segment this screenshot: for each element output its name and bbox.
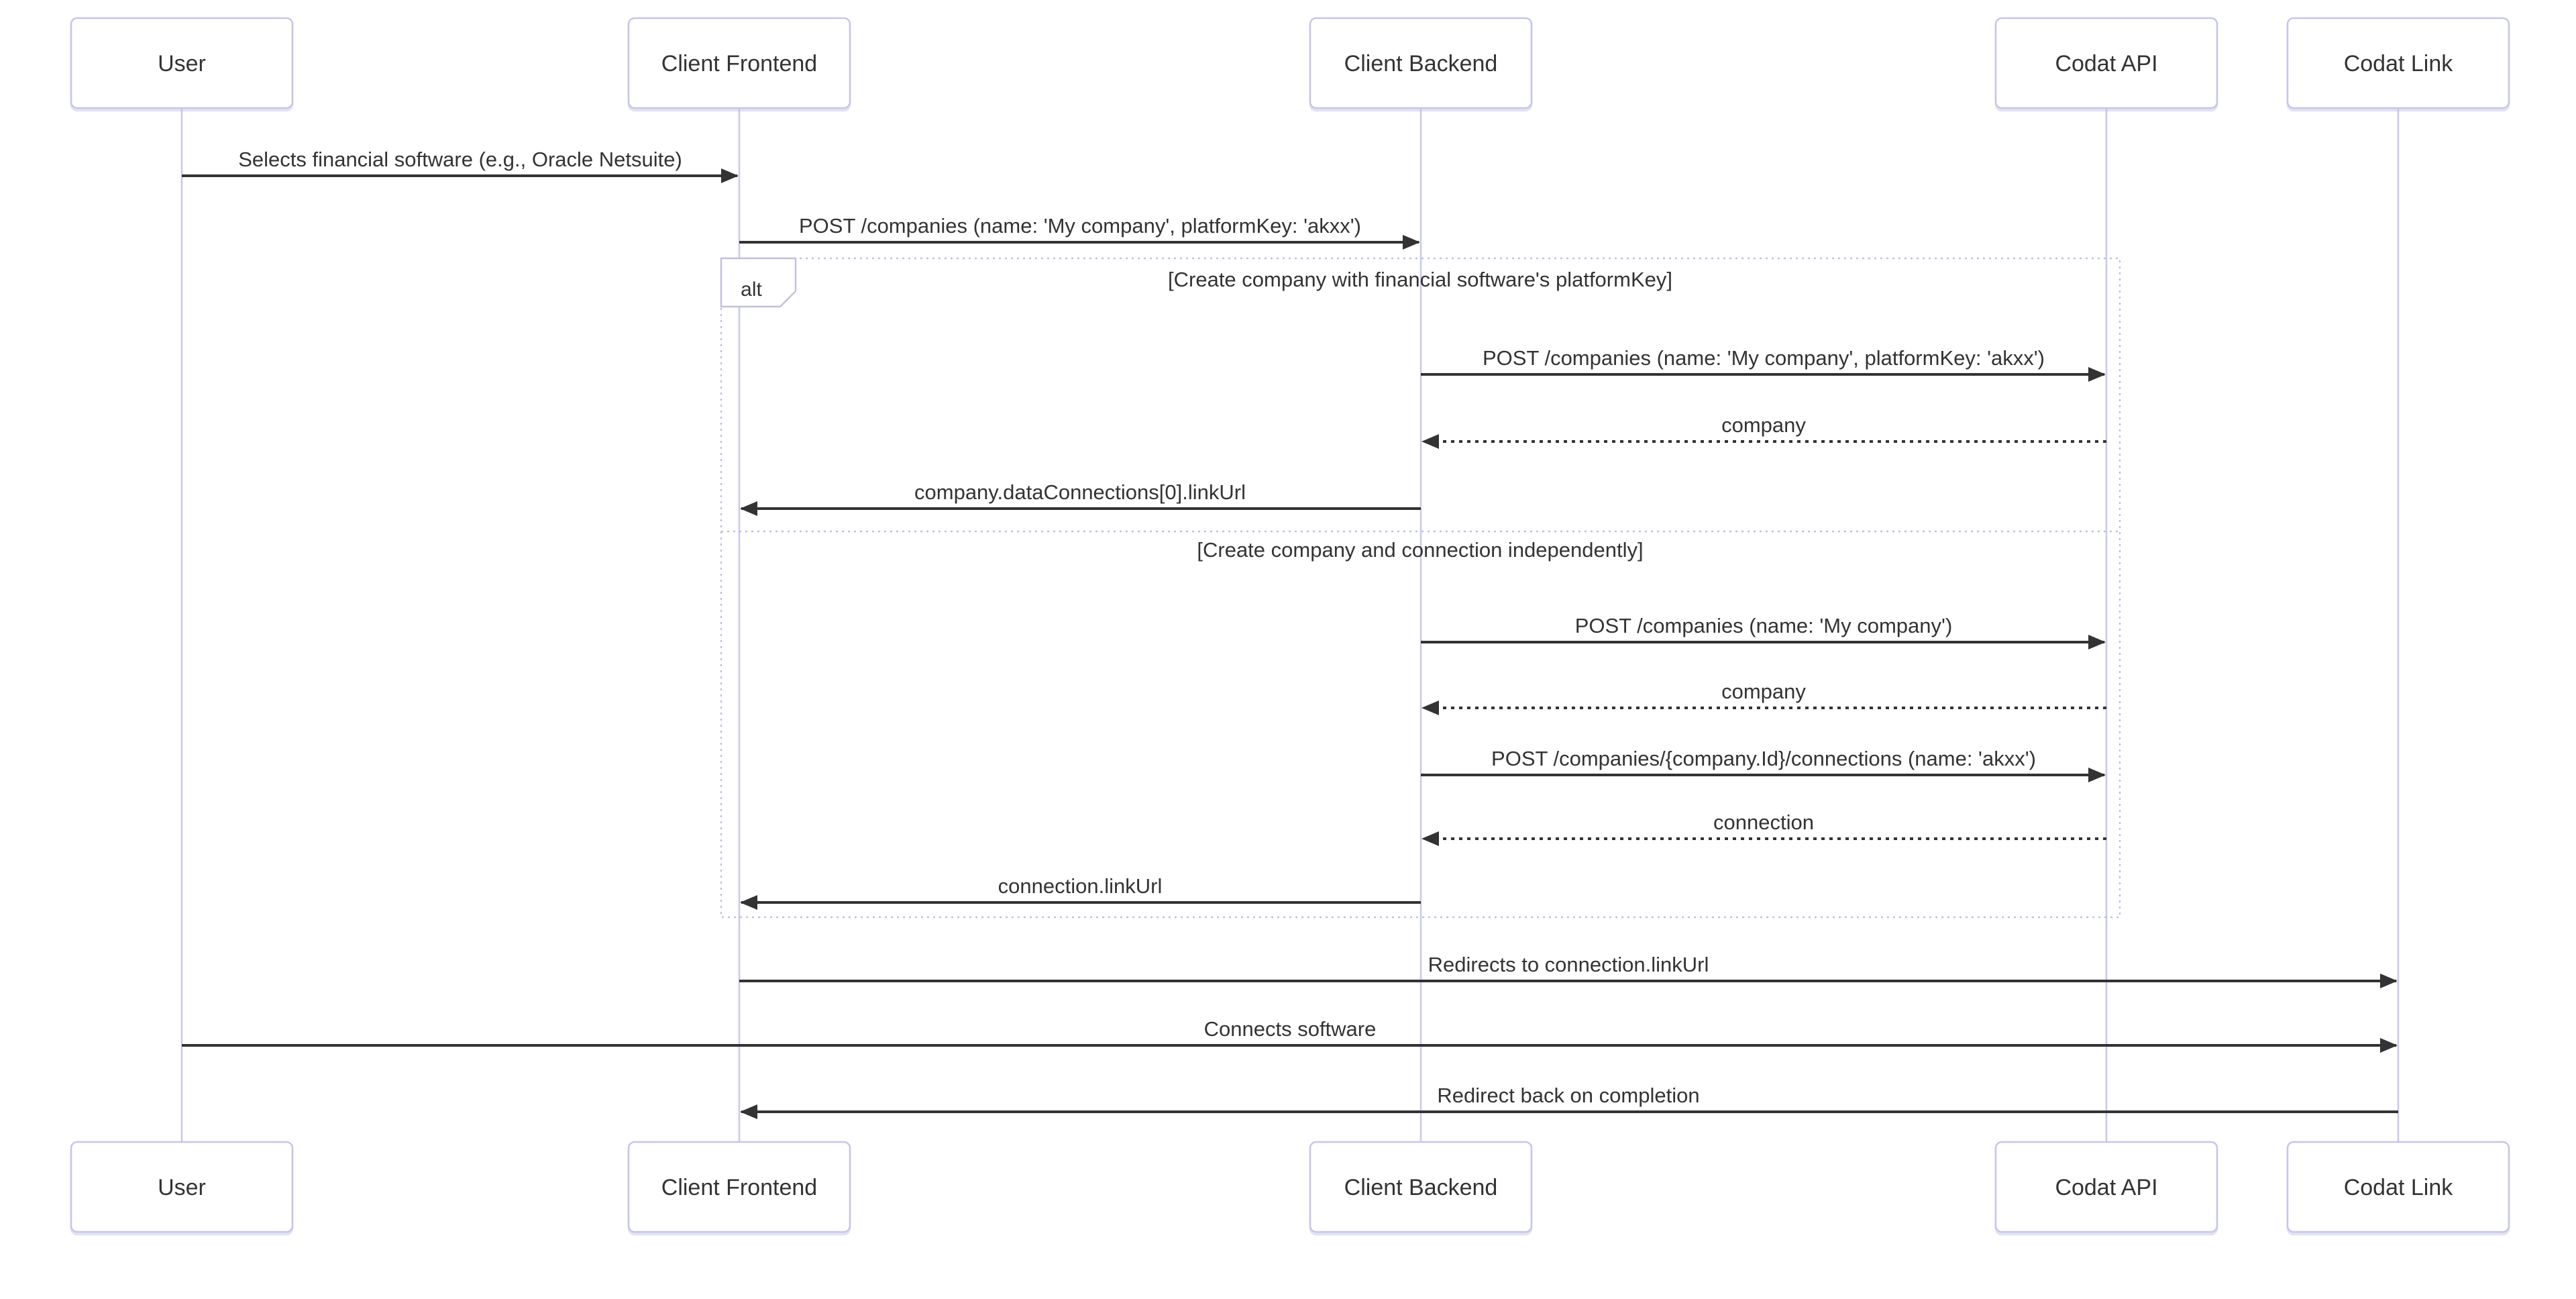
- actors-top: User Client Frontend Client Backend Coda…: [70, 17, 2510, 109]
- actor-label-client-backend: Client Backend: [1344, 51, 1498, 76]
- actor-box-client-backend: [1309, 17, 1533, 109]
- message-text: POST /companies (name: 'My company', pla…: [1483, 346, 2045, 370]
- messages: Selects financial software (e.g., Oracle…: [182, 148, 2398, 1119]
- alt-frame-border: [720, 257, 2121, 919]
- actor-label-client-frontend: Client Frontend: [661, 51, 817, 76]
- actor-label-codat-api: Codat API: [2055, 51, 2157, 76]
- alt-label: alt: [741, 278, 762, 301]
- message-text: Redirects to connection.linkUrl: [1428, 953, 1709, 976]
- message-text: company: [1721, 680, 1806, 703]
- actor-box-client-frontend: [627, 1141, 851, 1233]
- actor-box-client-backend: [1309, 1141, 1533, 1233]
- message-text: connection: [1713, 811, 1814, 834]
- actor-box-codat-api: [1994, 1141, 2218, 1233]
- alt-condition-1: [Create company with financial software'…: [1168, 268, 1672, 291]
- actor-label-codat-link: Codat Link: [2344, 51, 2454, 76]
- message-text: company: [1721, 413, 1806, 437]
- actor-box-codat-api: [1994, 17, 2218, 109]
- message-text: POST /companies/{company.Id}/connections…: [1491, 747, 2036, 770]
- alt-condition-2: [Create company and connection independe…: [1197, 538, 1643, 562]
- actor-box-client-frontend: [627, 17, 851, 109]
- actor-label-codat-api: Codat API: [2055, 1175, 2157, 1200]
- actor-label-codat-link: Codat Link: [2344, 1175, 2454, 1200]
- actor-box-user: [70, 1141, 294, 1233]
- actor-box-codat-link: [2286, 17, 2510, 109]
- alt-frame: alt [Create company with financial softw…: [720, 257, 2121, 919]
- message-text: POST /companies (name: 'My company', pla…: [799, 214, 1361, 238]
- actor-label-user: User: [158, 1175, 206, 1200]
- message-text: connection.linkUrl: [998, 874, 1163, 898]
- actor-label-client-frontend: Client Frontend: [661, 1175, 817, 1200]
- message-text: Redirect back on completion: [1437, 1084, 1699, 1107]
- message-text: Connects software: [1204, 1017, 1377, 1041]
- actor-box-user: [70, 17, 294, 109]
- message-text: company.dataConnections[0].linkUrl: [914, 480, 1246, 504]
- actors-bottom: User Client Frontend Client Backend Coda…: [70, 1141, 2510, 1233]
- actor-label-client-backend: Client Backend: [1344, 1175, 1498, 1200]
- message-text: POST /companies (name: 'My company'): [1575, 614, 1953, 637]
- alt-label-box: [720, 257, 797, 308]
- actor-label-user: User: [158, 51, 206, 76]
- lifelines: [180, 108, 2400, 1142]
- actor-box-codat-link: [2286, 1141, 2510, 1233]
- message-text: Selects financial software (e.g., Oracle…: [238, 148, 682, 171]
